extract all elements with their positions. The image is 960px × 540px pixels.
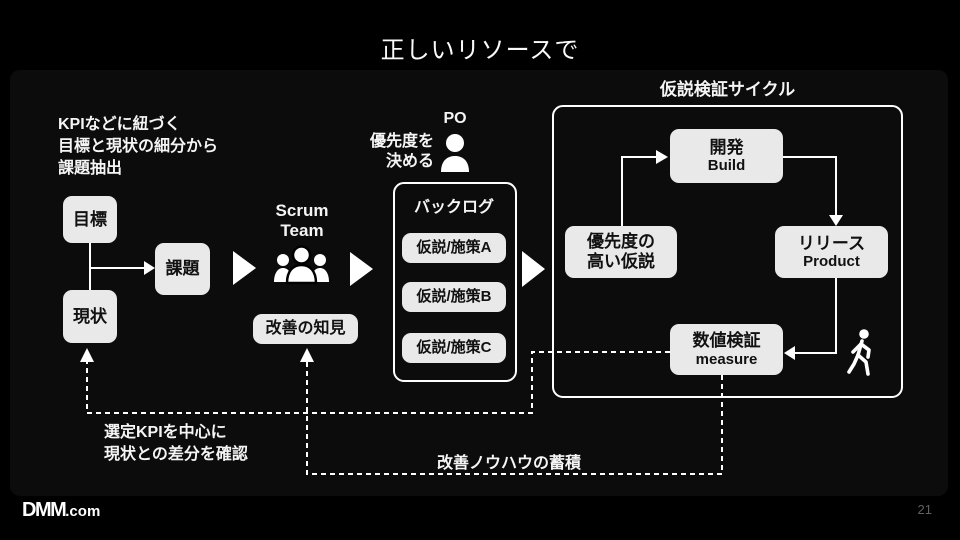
improvement-knowledge-box: 改善の知見 (253, 314, 358, 344)
build-box-en: Build (707, 157, 746, 175)
backlog-item-b-label: 仮説/施策B (416, 288, 492, 306)
backlog-item-c: 仮説/施策C (402, 333, 506, 363)
improvement-knowledge-label: 改善の知見 (265, 319, 346, 337)
kpi-heading-line2: 目標と現状の細分から (58, 138, 219, 155)
kpi-heading-line1: KPIなどに紐づく (58, 116, 181, 133)
goal-box: 目標 (63, 196, 117, 243)
knowhow-accumulation-label: 改善ノウハウの蓄積 (437, 455, 582, 472)
priority-hypothesis-line1: 優先度の (587, 232, 655, 252)
scrum-team-label-line2: Team (280, 221, 324, 240)
build-box: 開発 Build (670, 129, 783, 183)
measure-box-en: measure (695, 350, 758, 368)
backlog-item-a: 仮説/施策A (402, 233, 506, 263)
current-state-box-label: 現状 (73, 306, 107, 326)
scrum-team-label: Scrum Team (264, 201, 340, 241)
priority-hypothesis-line2: 高い仮説 (587, 252, 655, 271)
backlog-item-b: 仮説/施策B (402, 282, 506, 312)
dmm-logo: DMM.com (22, 499, 100, 522)
kpi-heading: KPIなどに紐づく 目標と現状の細分から 課題抽出 (58, 114, 218, 180)
measure-box-ja: 数値検証 (692, 331, 761, 351)
priority-hypothesis-box: 優先度の 高い仮説 (565, 226, 677, 278)
build-box-ja: 開発 (709, 137, 744, 157)
cycle-title: 仮説検証サイクル (659, 80, 796, 99)
priority-decide-line2: 決める (385, 153, 434, 170)
page-number: 21 (917, 502, 932, 517)
cycle-panel (552, 105, 903, 398)
kpi-check-line1: 選定KPIを中心に (104, 424, 227, 441)
issue-box-label: 課題 (165, 259, 200, 279)
slide-title: 正しいリソースで (380, 37, 580, 64)
kpi-heading-line3: 課題抽出 (58, 160, 123, 177)
dmm-logo-main: DMM (22, 499, 67, 521)
priority-decide-label: 優先度を 決める (360, 132, 434, 172)
backlog-item-a-label: 仮説/施策A (416, 239, 492, 257)
measure-box: 数値検証 measure (670, 324, 783, 375)
dmm-logo-suffix: .com (65, 503, 101, 520)
release-box-en: Product (803, 253, 860, 271)
release-box: リリース Product (775, 226, 888, 278)
issue-box: 課題 (155, 243, 210, 295)
current-state-box: 現状 (63, 290, 117, 343)
po-label: PO (443, 110, 467, 127)
backlog-title: バックログ (413, 199, 494, 216)
priority-decide-line1: 優先度を (369, 133, 434, 150)
kpi-check-line2: 現状との差分を確認 (104, 446, 248, 463)
release-box-ja: リリース (797, 233, 866, 253)
goal-box-label: 目標 (73, 209, 107, 229)
backlog-panel (393, 182, 517, 382)
scrum-team-label-line1: Scrum (275, 201, 329, 220)
backlog-item-c-label: 仮説/施策C (416, 339, 492, 357)
kpi-check-label: 選定KPIを中心に 現状との差分を確認 (104, 422, 248, 466)
